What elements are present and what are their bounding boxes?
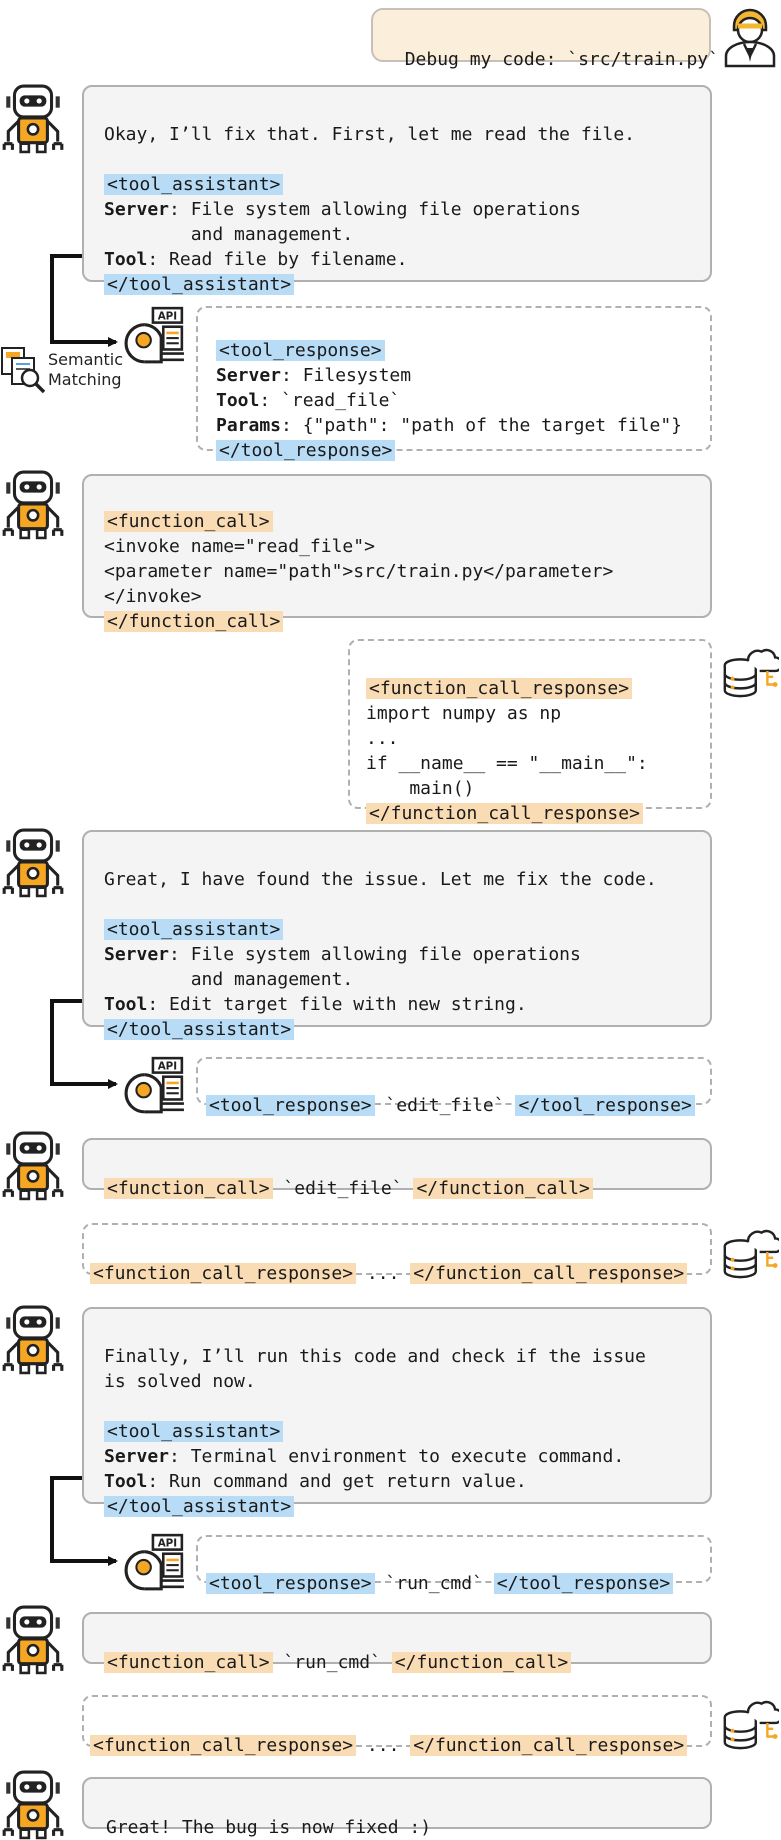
tool-response-close-tag: </tool_response>	[515, 1095, 695, 1116]
api-icon	[124, 1533, 186, 1591]
function-name: `run_cmd`	[272, 1652, 392, 1673]
database-icon	[723, 1229, 779, 1279]
tool-assistant-open-tag: <tool_assistant>	[104, 174, 284, 195]
tool-key: Tool	[104, 1471, 148, 1492]
tool-value: : Read file by filename.	[147, 249, 408, 270]
assistant-text: Okay, I’ll fix that. First, let me read …	[104, 124, 636, 145]
final-assistant-message: Great! The bug is now fixed :)	[82, 1777, 712, 1838]
function-call-3: <function_call> `run_cmd` </function_cal…	[82, 1612, 712, 1673]
function-call-response-close-tag: </function_call_response>	[410, 1735, 688, 1756]
function-call-response-close-tag: </function_call_response>	[410, 1263, 688, 1284]
params-value: : {"path": "path of the target file"}	[281, 415, 682, 436]
tool-key: Tool	[104, 994, 148, 1015]
assistant-text: Great, I have found the issue. Let me fi…	[104, 869, 657, 890]
server-key: Server	[104, 944, 170, 965]
function-call-response-open-tag: <function_call_response>	[90, 1735, 357, 1756]
tool-value: : Run command and get return value.	[147, 1471, 527, 1492]
function-call-close-tag: </function_call>	[413, 1178, 593, 1199]
user-message-bubble: Debug my code: `src/train.py`	[371, 8, 719, 70]
robot-icon	[2, 1605, 64, 1675]
function-call-response-close-tag: </function_call_response>	[366, 803, 643, 824]
assistant-turn-2: Great, I have found the issue. Let me fi…	[82, 830, 712, 1040]
tool-assistant-close-tag: </tool_assistant>	[104, 1019, 295, 1040]
code-line: if __name__ == "__main__":	[366, 753, 648, 774]
assistant-turn-3: Finally, I’ll run this code and check if…	[82, 1307, 712, 1517]
server-key: Server	[216, 365, 282, 386]
invoke-close-line: </invoke>	[104, 586, 202, 607]
tool-value: : `read_file`	[259, 390, 401, 411]
tool-name: `run_cmd`	[374, 1573, 494, 1594]
function-call-open-tag: <function_call>	[104, 511, 273, 532]
function-call-response-3: <function_call_response> ... </function_…	[82, 1695, 712, 1756]
server-value: : File system allowing file operations	[169, 944, 581, 965]
function-call-close-tag: </function_call>	[104, 611, 284, 632]
final-text: Great! The bug is now fixed :)	[106, 1817, 432, 1838]
server-value: : File system allowing file operations	[169, 199, 581, 220]
robot-icon	[2, 1305, 64, 1375]
tool-response-open-tag: <tool_response>	[206, 1573, 375, 1594]
server-value-cont: and management.	[190, 969, 354, 990]
database-icon	[723, 648, 779, 698]
api-icon	[124, 1056, 186, 1114]
tool-response-2: <tool_response> `edit_file` </tool_respo…	[196, 1057, 712, 1116]
server-value-cont: and management.	[190, 224, 354, 245]
function-call-open-tag: <function_call>	[104, 1652, 273, 1673]
tool-assistant-close-tag: </tool_assistant>	[104, 274, 295, 295]
code-line: main()	[366, 778, 475, 799]
robot-icon	[2, 828, 64, 898]
tool-key: Tool	[104, 249, 148, 270]
function-call-open-tag: <function_call>	[104, 1178, 273, 1199]
function-name: `edit_file`	[272, 1178, 414, 1199]
tool-response-3: <tool_response> `run_cmd` </tool_respons…	[196, 1535, 712, 1594]
robot-icon	[2, 1131, 64, 1201]
function-call-2: <function_call> `edit_file` </function_c…	[82, 1138, 712, 1199]
tool-response-close-tag: </tool_response>	[216, 440, 396, 461]
tool-name: `edit_file`	[374, 1095, 516, 1116]
api-icon	[124, 306, 186, 364]
parameter-line: <parameter name="path">src/train.py</par…	[104, 561, 614, 582]
semantic-matching-label: Semantic Matching	[48, 350, 124, 389]
params-key: Params	[216, 415, 282, 436]
invoke-line: <invoke name="read_file">	[104, 536, 375, 557]
tool-response-close-tag: </tool_response>	[493, 1573, 674, 1594]
server-key: Server	[104, 1446, 170, 1467]
tool-response-open-tag: <tool_response>	[206, 1095, 375, 1116]
tool-value: : Edit target file with new string.	[147, 994, 527, 1015]
assistant-turn-1: Okay, I’ll fix that. First, let me read …	[82, 85, 712, 295]
code-line: ...	[366, 728, 399, 749]
function-call-close-tag: </function_call>	[391, 1652, 572, 1673]
ellipsis: ...	[356, 1735, 411, 1756]
tool-key: Tool	[216, 390, 260, 411]
assistant-text: Finally, I’ll run this code and check if…	[104, 1346, 646, 1367]
code-line: import numpy as np	[366, 703, 562, 724]
server-value: : Terminal environment to execute comman…	[169, 1446, 625, 1467]
function-call-response-open-tag: <function_call_response>	[366, 678, 633, 699]
tool-assistant-open-tag: <tool_assistant>	[104, 919, 284, 940]
tool-assistant-close-tag: </tool_assistant>	[104, 1496, 295, 1517]
robot-icon	[2, 470, 64, 540]
function-call-1: <function_call> <invoke name="read_file">…	[82, 474, 712, 632]
tool-response-open-tag: <tool_response>	[216, 340, 385, 361]
semantic-matching-icon	[0, 346, 46, 394]
function-call-response-1: <function_call_response>import numpy as …	[348, 639, 712, 824]
database-icon	[723, 1700, 779, 1750]
tool-assistant-open-tag: <tool_assistant>	[104, 1421, 284, 1442]
user-message-text: Debug my code: `src/train.py`	[404, 49, 719, 70]
robot-icon	[2, 1770, 64, 1840]
server-key: Server	[104, 199, 170, 220]
assistant-text-cont: is solved now.	[104, 1371, 256, 1392]
function-call-response-2: <function_call_response> ... </function_…	[82, 1223, 712, 1284]
server-value: : Filesystem	[281, 365, 412, 386]
function-call-response-open-tag: <function_call_response>	[90, 1263, 357, 1284]
ellipsis: ...	[356, 1263, 411, 1284]
